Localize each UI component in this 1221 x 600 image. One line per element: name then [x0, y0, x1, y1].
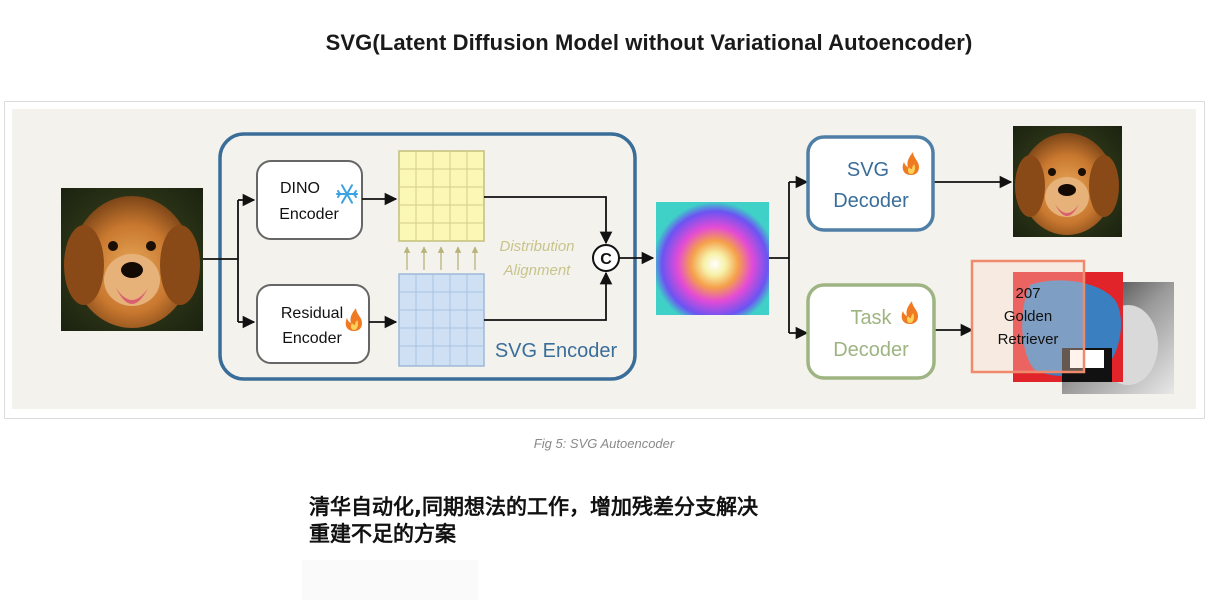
svg-decoder-label-1: SVG [847, 159, 889, 181]
encoder-arrows [203, 192, 655, 329]
faint-background-strip [302, 560, 478, 600]
reconstructed-dog-image [1013, 126, 1122, 237]
input-dog-image [61, 188, 203, 331]
flame-icon [901, 301, 918, 324]
residual-encoder-label-1: Residual [281, 305, 343, 322]
residual-encoder: Residual Encoder [256, 284, 370, 364]
task-decoder-label-2: Decoder [833, 339, 909, 361]
class-name-label-1: Golden [1004, 308, 1052, 325]
dino-encoder-label-1: DINO [280, 180, 320, 197]
class-name-label-2: Retriever [998, 331, 1059, 348]
svg-decoder-label-2: Decoder [833, 190, 909, 212]
svg-encoder-label: SVG Encoder [495, 340, 618, 362]
dino-feature-grid [398, 150, 485, 242]
distribution-alignment-arrows [403, 246, 479, 270]
residual-encoder-label-2: Encoder [282, 330, 342, 347]
svg-encoder-box [218, 132, 637, 381]
concat-node: C [592, 244, 620, 272]
class-id-label: 207 [1015, 285, 1040, 302]
dino-encoder: DINO Encoder [256, 160, 363, 240]
flame-icon [902, 152, 919, 175]
task-decoder: Task Decoder [806, 283, 936, 380]
annotation-note-line-2: 重建不足的方案 [309, 522, 456, 546]
distribution-alignment-label-1: Distribution [499, 238, 574, 255]
classification-output: 207 Golden Retriever [970, 259, 1086, 374]
snowflake-icon [336, 184, 358, 204]
task-decoder-label-1: Task [850, 307, 892, 329]
page-title: SVG(Latent Diffusion Model without Varia… [325, 30, 973, 55]
decoder-arrows [769, 175, 1013, 340]
dino-encoder-label-2: Encoder [279, 206, 339, 223]
figure-caption: Fig 5: SVG Autoencoder [533, 436, 675, 451]
flame-icon [345, 308, 362, 331]
annotation-note-line-1: 清华自动化,同期想法的工作，增加残差分支解决 [309, 495, 758, 519]
annotation-note: 清华自动化,同期想法的工作，增加残差分支解决 重建不足的方案 [309, 494, 758, 548]
latent-feature-map [656, 202, 769, 315]
residual-feature-grid [398, 273, 485, 367]
distribution-alignment-label-2: Alignment [503, 262, 572, 279]
svg-decoder: SVG Decoder [806, 135, 935, 232]
concat-symbol: C [600, 251, 612, 268]
segmentation-output [1013, 272, 1123, 382]
